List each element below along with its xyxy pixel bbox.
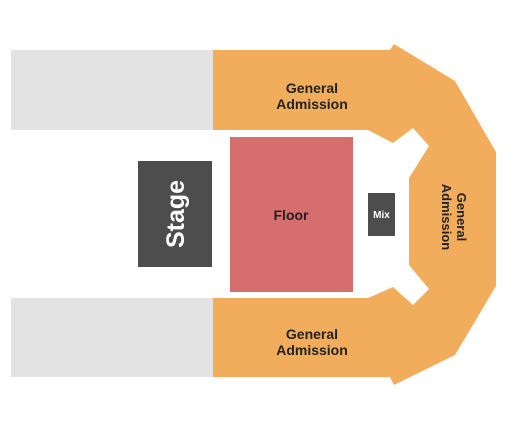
stage-label: Stage — [162, 180, 190, 248]
ga-bottom-label-line1: General — [286, 326, 338, 342]
grey-block-top — [11, 50, 214, 130]
ga-right-label-line2: Admission — [439, 184, 454, 251]
ga-right-label-line1: General — [454, 193, 469, 241]
ga-top-label-line1: General — [286, 80, 338, 96]
ga-bottom-label-line2: Admission — [276, 342, 348, 358]
grey-block-bottom — [11, 298, 214, 377]
mix-label: Mix — [373, 210, 390, 221]
ga-top-label-line2: Admission — [276, 96, 348, 112]
mix-position — [368, 193, 395, 236]
floor-section[interactable] — [230, 137, 353, 292]
stage-block — [138, 161, 212, 267]
general-admission-section[interactable] — [213, 44, 496, 385]
floor-label: Floor — [274, 207, 310, 223]
